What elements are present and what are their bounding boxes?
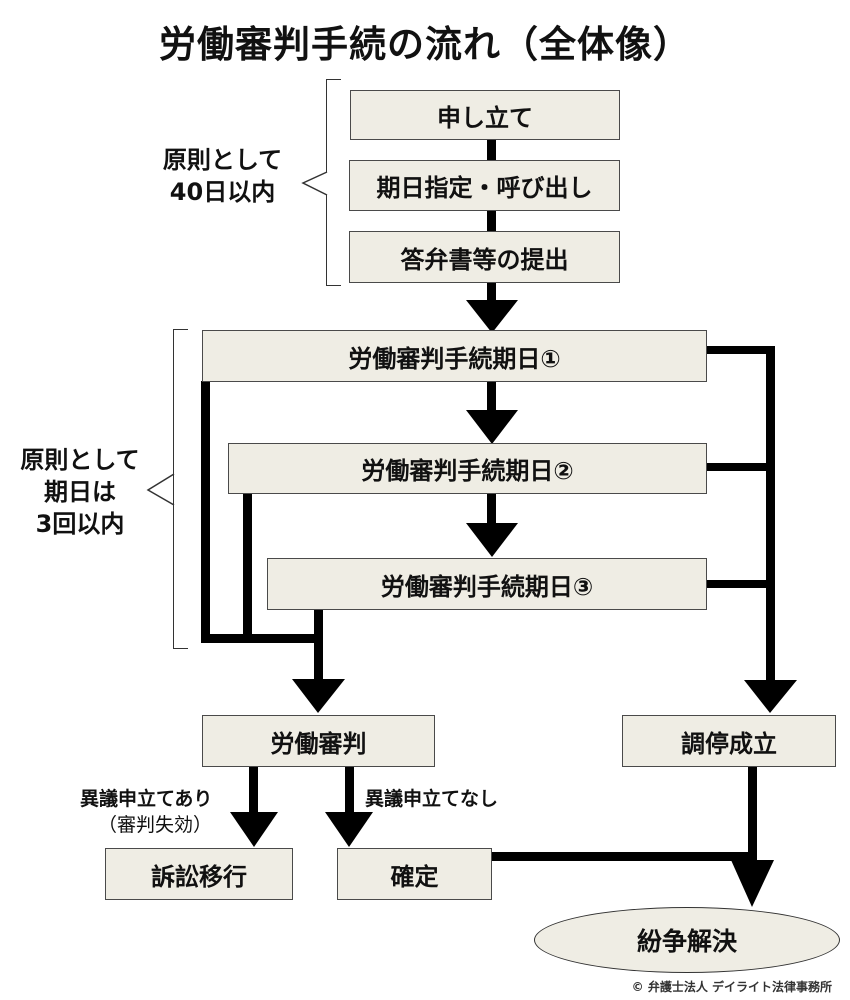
- brace-3sessions: [173, 329, 188, 649]
- arrow-to-hearing3: [466, 523, 518, 557]
- connector-hearing2-hearing3: [487, 493, 496, 525]
- connector-hearing3-right: [706, 580, 774, 588]
- connector-hearing1-left: [201, 381, 210, 643]
- connector-judgment-litigation: [249, 767, 258, 817]
- label-no-objection: 異議申立てなし: [365, 788, 499, 810]
- arrow-to-litigation: [230, 812, 278, 847]
- step-filing: 申し立て: [350, 90, 620, 140]
- arrow-to-resolution: [731, 860, 774, 907]
- note-within-3-sessions: 原則として 期日は 3回以内: [5, 444, 155, 540]
- connector-filing-scheduling: [487, 138, 496, 168]
- connector-finalized-right: [492, 852, 756, 861]
- step-hearing-2: 労働審判手続期日②: [228, 443, 707, 494]
- arrow-to-judgment: [292, 679, 345, 713]
- step-mediation: 調停成立: [622, 715, 836, 767]
- connector-hearing2-left: [243, 493, 252, 643]
- step-labor-judgment: 労働審判: [202, 715, 435, 767]
- connector-right-vertical: [766, 346, 775, 684]
- diagram-title: 労働審判手続の流れ（全体像）: [159, 23, 691, 66]
- note-line: 期日は: [44, 478, 116, 506]
- connector-hearing3-left: [314, 609, 323, 689]
- connector-answer-hearing1: [487, 282, 496, 304]
- note-within-40-days: 原則として 40日以内: [140, 144, 305, 208]
- step-hearing-1: 労働審判手続期日①: [202, 330, 707, 382]
- step-scheduling: 期日指定・呼び出し: [349, 160, 620, 211]
- connector-mediation-down: [748, 767, 757, 865]
- step-dispute-resolution: 紛争解決: [534, 907, 840, 973]
- arrow-to-finalized: [325, 812, 373, 847]
- connector-scheduling-answer: [487, 209, 496, 231]
- note-line: 原則として: [162, 146, 283, 174]
- arrow-to-hearing2: [466, 410, 518, 444]
- connector-judgment-finalized: [345, 767, 354, 817]
- copyright-credit: © 弁護士法人 デイライト法律事務所: [631, 980, 832, 994]
- note-line: 3回以内: [35, 510, 125, 538]
- brace-40days-point: [301, 171, 328, 196]
- connector-bottom-collector: [201, 634, 323, 643]
- label-judgment-invalidated: （審判失効）: [98, 814, 213, 836]
- arrow-to-mediation: [744, 680, 797, 713]
- connector-hearing1-right: [706, 346, 774, 354]
- step-finalized: 確定: [337, 848, 492, 900]
- note-line: 原則として: [20, 446, 140, 474]
- label-objection-filed: 異議申立てあり: [80, 788, 213, 810]
- brace-3sessions-point: [146, 473, 175, 506]
- connector-hearing1-hearing2: [487, 381, 496, 413]
- connector-hearing2-right: [706, 463, 774, 471]
- arrow-to-hearing1: [466, 300, 518, 333]
- step-hearing-3: 労働審判手続期日③: [267, 558, 707, 610]
- note-line: 40日以内: [169, 178, 276, 206]
- step-litigation: 訴訟移行: [105, 848, 293, 900]
- step-answer: 答弁書等の提出: [349, 231, 620, 283]
